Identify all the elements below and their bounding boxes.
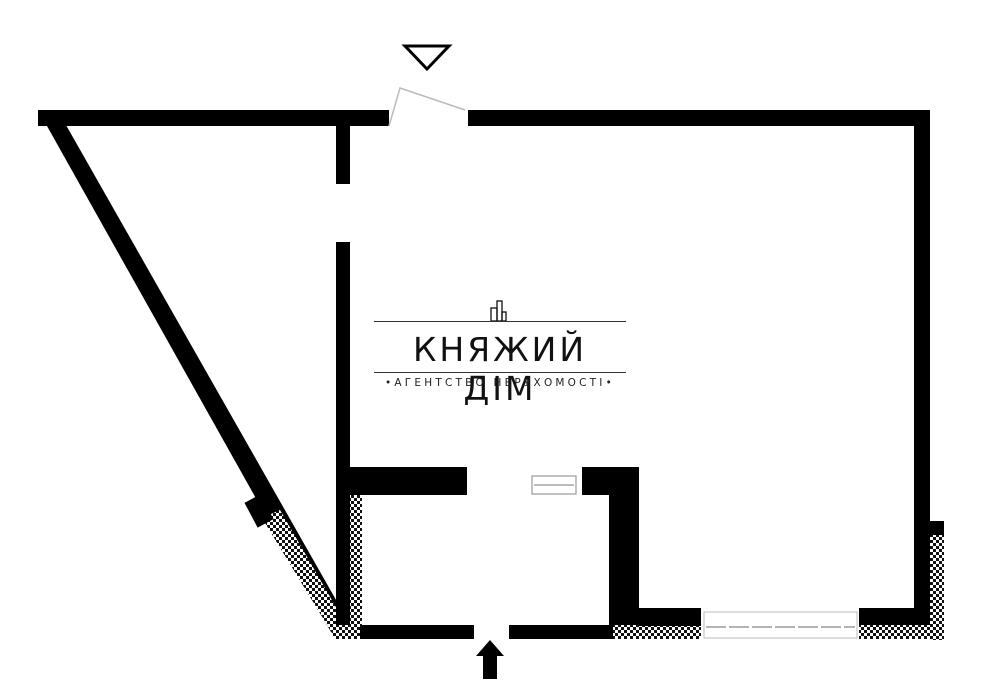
triangle-down-icon	[401, 44, 453, 72]
arrow-up-icon	[476, 640, 504, 679]
left-wall-stub	[244, 494, 274, 528]
bottom-wall-hatch-1	[613, 625, 701, 639]
building-icon	[490, 300, 507, 322]
left-slanted-wall	[38, 110, 352, 632]
partition-lower	[336, 242, 350, 632]
bottom-wall-hatch-2	[859, 625, 944, 639]
right-wall-stub	[928, 521, 944, 535]
logo-rule-bottom	[374, 372, 626, 374]
top-door	[388, 87, 466, 127]
top-wall-left	[38, 110, 389, 126]
right-wall	[914, 110, 930, 625]
partition-upper	[336, 126, 350, 184]
logo-rule-top	[374, 321, 626, 323]
left-slanted-hatch	[262, 510, 348, 638]
bottom-wall-mid	[509, 625, 613, 639]
block-vertical	[609, 467, 639, 625]
logo-subtitle: •АГЕНТСТВО НЕРУХОМОСТІ•	[385, 377, 615, 389]
right-wall-hatch	[930, 535, 944, 640]
bottom-window	[703, 611, 858, 639]
bottom-wall-right-block	[639, 608, 701, 626]
bottom-left-hatch	[333, 625, 360, 639]
room-wall-top	[350, 467, 467, 495]
bottom-wall-left	[360, 625, 474, 639]
interior-door	[531, 475, 577, 495]
bottom-wall-right-block-2	[859, 608, 930, 626]
room-wall-hatch	[350, 495, 362, 625]
logo-title: КНЯЖИЙ ДІМ	[412, 330, 588, 408]
top-wall-right	[468, 110, 930, 126]
